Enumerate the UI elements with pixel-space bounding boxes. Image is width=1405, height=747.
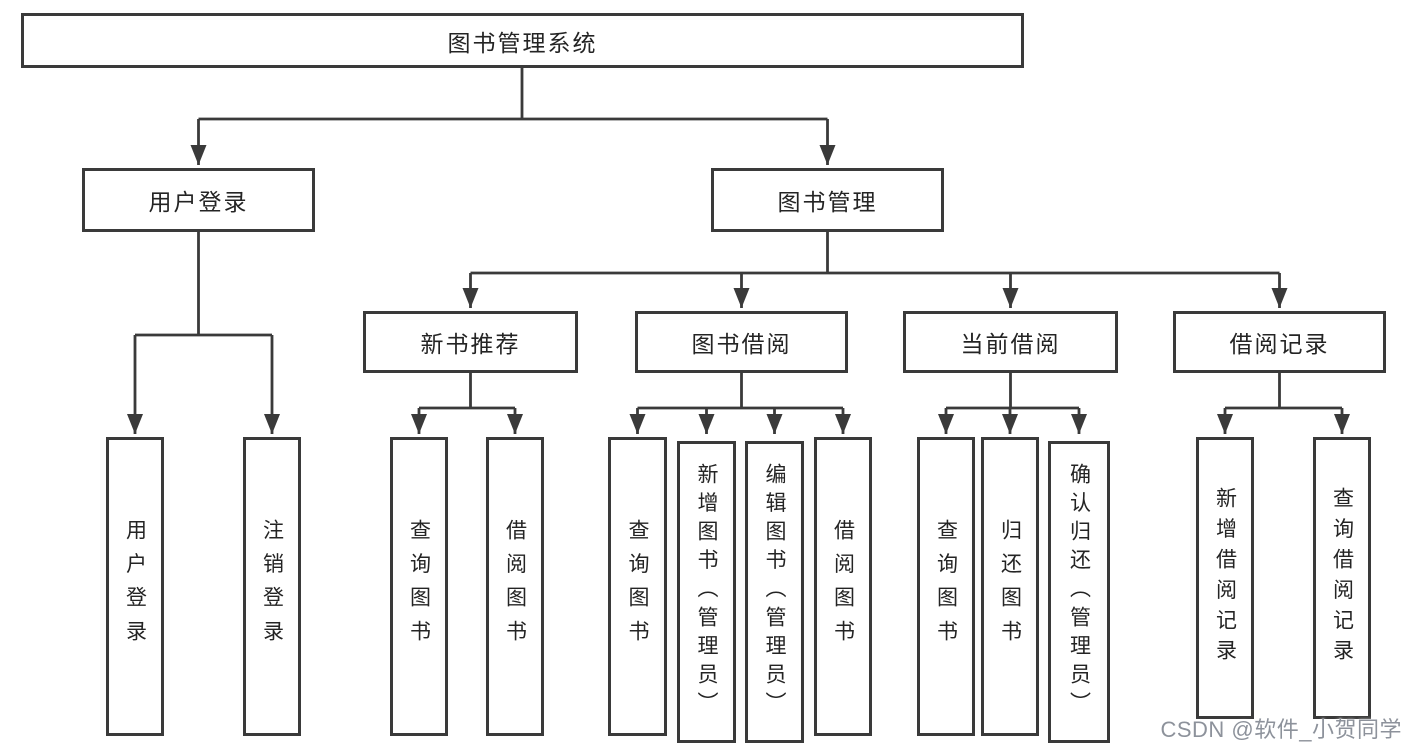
leaf-newbook-borrow-books: 借阅图书 xyxy=(486,437,544,736)
leaf-user-login: 用户登录 xyxy=(106,437,164,736)
leaf-current-confirm-return-admin: 确认归还（管理员） xyxy=(1048,441,1110,743)
leaf-current-return-books: 归还图书 xyxy=(981,437,1039,736)
connectors-book-management-branch xyxy=(462,232,1288,308)
leaf-records-query-borrow-record: 查询借阅记录 xyxy=(1313,437,1371,719)
connectors-new-book-recommend-branch xyxy=(411,373,523,434)
leaf-current-query-books: 查询图书 xyxy=(917,437,975,736)
connectors-borrow-records-branch xyxy=(1217,373,1350,434)
connectors-book-borrow-branch xyxy=(629,373,851,434)
node-borrow-records: 借阅记录 xyxy=(1173,311,1386,373)
csdn-watermark: CSDN @软件_小贺同学 xyxy=(1160,717,1402,742)
leaf-records-add-borrow-record: 新增借阅记录 xyxy=(1196,437,1254,719)
leaf-borrow-query-books: 查询图书 xyxy=(608,437,667,736)
leaf-newbook-query-books: 查询图书 xyxy=(390,437,448,736)
node-book-management: 图书管理 xyxy=(711,168,944,232)
node-book-borrow: 图书借阅 xyxy=(635,311,848,373)
leaf-borrow-borrow-books: 借阅图书 xyxy=(814,437,872,736)
leaf-borrow-add-books-admin: 新增图书（管理员） xyxy=(677,441,736,743)
connectors-root-to-level2 xyxy=(190,68,836,165)
node-user-login: 用户登录 xyxy=(82,168,315,232)
leaf-logout: 注销登录 xyxy=(243,437,301,736)
node-new-book-recommend: 新书推荐 xyxy=(363,311,578,373)
connectors-current-borrow-branch xyxy=(938,373,1087,434)
connectors-user-login-branch xyxy=(127,232,280,434)
node-current-borrow: 当前借阅 xyxy=(903,311,1118,373)
leaf-borrow-edit-books-admin: 编辑图书（管理员） xyxy=(745,441,804,743)
node-root-system: 图书管理系统 xyxy=(21,13,1024,68)
